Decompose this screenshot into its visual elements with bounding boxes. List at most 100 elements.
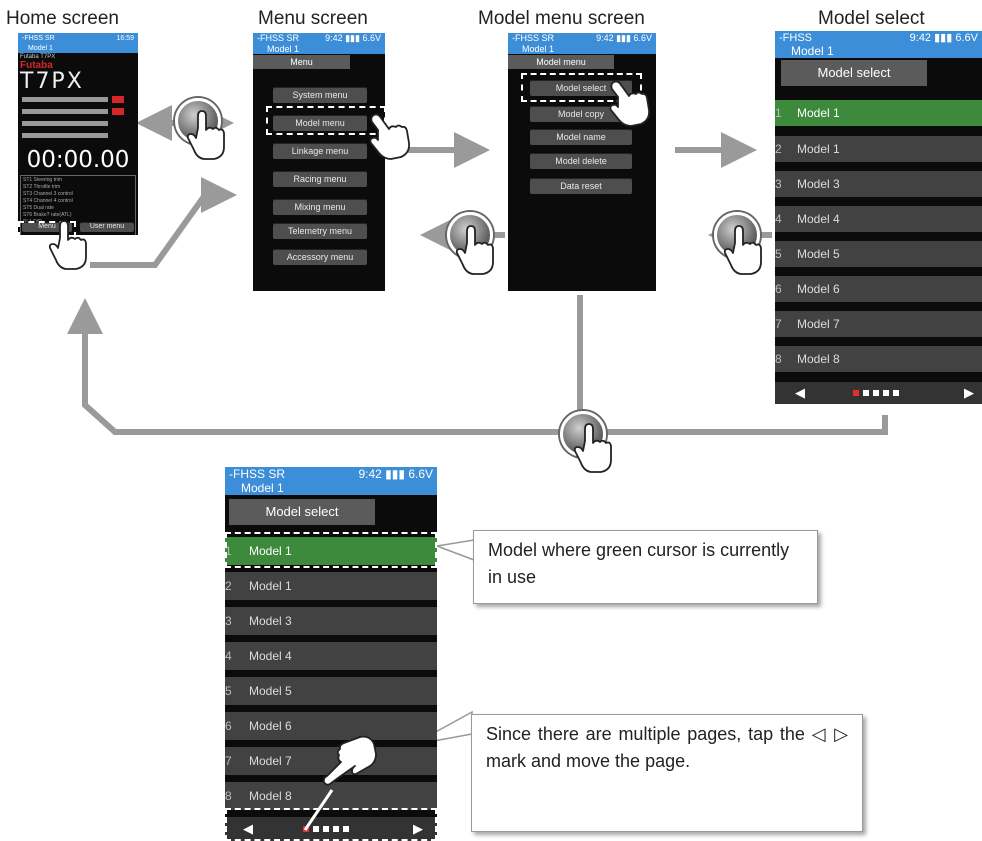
channel-bar [22, 121, 108, 126]
model-row-label: Model 4 [797, 212, 840, 226]
hand-pointer-icon [186, 110, 225, 160]
page-dot [333, 826, 339, 832]
zoom-model-name: Model 1 [225, 482, 437, 495]
model-menu-tab: Model menu [508, 55, 614, 69]
model-menu-item-copy[interactable]: Model copy [530, 106, 632, 122]
model-select-status-label: -FHSS [779, 32, 812, 44]
menu-screen: -FHSS SR 9:42 ▮▮▮ 6.6V Model 1 Menu Syst… [253, 33, 385, 291]
model-menu-item-select[interactable]: Model select [530, 80, 632, 96]
model-row-num: 5 [775, 247, 782, 261]
model-menu-item-reset[interactable]: Data reset [530, 178, 632, 194]
model-row[interactable]: 5 Model 5 [775, 241, 982, 267]
model-row-num: 6 [775, 282, 782, 296]
channel-indicator [112, 96, 124, 103]
title-model-menu-screen: Model menu screen [478, 8, 645, 29]
model-row-num: 7 [775, 317, 782, 331]
menu-item-model[interactable]: Model menu [273, 115, 367, 131]
model-menu-item-delete[interactable]: Model delete [530, 153, 632, 169]
home-trim-row: ST5 Dual rate [23, 205, 54, 211]
model-row-num: 2 [775, 142, 782, 156]
home-screen: -FHSS SR 16:59 Model 1 Futaba T7PX Futab… [18, 33, 138, 235]
zoom-prev-page-button[interactable]: ◀ [243, 821, 253, 836]
menu-item-accessory[interactable]: Accessory menu [273, 249, 367, 265]
zoom-model-row-label: Model 4 [249, 649, 292, 663]
zoom-status-time: 9:42 [358, 467, 382, 481]
menu-item-racing[interactable]: Racing menu [273, 171, 367, 187]
model-select-screen: -FHSS 9:42 ▮▮▮ 6.6V Model 1 Model select… [775, 31, 982, 404]
menu-item-telemetry[interactable]: Telemetry menu [273, 223, 367, 239]
page-dot [343, 826, 349, 832]
menu-voltage: 6.6V [362, 33, 381, 43]
home-user-menu-button[interactable]: User menu [80, 222, 134, 232]
callout-multiple-pages: Since there are multiple pages, tap the … [471, 714, 863, 832]
home-trim-row: ST1 Steering trim [23, 177, 62, 183]
hand-pointer-icon [48, 220, 87, 270]
model-row-label: Model 7 [797, 317, 840, 331]
model-select-status-time: 9:42 [909, 32, 932, 44]
menu-status-bar: -FHSS SR 9:42 ▮▮▮ 6.6V [253, 33, 385, 44]
model-menu-select-highlight [521, 73, 642, 102]
next-page-button[interactable]: ▶ [964, 385, 974, 400]
title-home-screen: Home screen [6, 8, 119, 29]
zoom-model-row-label: Model 5 [249, 684, 292, 698]
zoom-model-row-num: 6 [225, 719, 232, 733]
battery-icon: ▮▮▮ [385, 467, 405, 481]
prev-page-button[interactable]: ◀ [795, 385, 805, 400]
model-row-num: 3 [775, 177, 782, 191]
zoom-next-page-button[interactable]: ▶ [413, 821, 423, 836]
title-menu-screen: Menu screen [258, 8, 368, 29]
home-logo-sub: Futaba T7PX [20, 54, 56, 60]
page-dot [893, 390, 899, 396]
page-dot [873, 390, 879, 396]
menu-item-linkage[interactable]: Linkage menu [273, 143, 367, 159]
page-indicator [853, 390, 899, 396]
zoom-model-row-label: Model 8 [249, 789, 292, 803]
hand-pointer-icon [322, 735, 377, 786]
model-row-label: Model 1 [797, 106, 840, 120]
home-menu-button-highlight [18, 221, 76, 238]
zoom-page-nav-highlight [225, 808, 437, 841]
zoom-model-row-label: Model 3 [249, 614, 292, 628]
menu-item-system[interactable]: System menu [273, 87, 367, 103]
model-menu-item-name[interactable]: Model name [530, 129, 632, 145]
menu-item-mixing[interactable]: Mixing menu [273, 199, 367, 215]
model-select-page-nav: ◀ ▶ [775, 382, 982, 404]
model-row-num: 1 [775, 106, 782, 120]
home-trim-row: ST3 Channel 3 control [23, 191, 73, 197]
model-row[interactable]: 7 Model 7 [775, 311, 982, 337]
hand-pointer-icon [369, 113, 410, 160]
callout-green-cursor: Model where green cursor is currently in… [473, 530, 818, 604]
menu-model-name: Model 1 [253, 44, 385, 54]
model-select-status-right: 9:42 ▮▮▮ 6.6V [910, 32, 978, 44]
channel-bar [22, 109, 108, 114]
hand-pointer-icon [609, 80, 650, 127]
model-menu-status-bar: -FHSS SR 9:42 ▮▮▮ 6.6V [508, 33, 656, 44]
zoom-voltage: 6.6V [408, 467, 433, 481]
menu-status-right: 9:42 ▮▮▮ 6.6V [325, 34, 381, 43]
channel-bar [22, 97, 108, 102]
zoom-model-row-num: 1 [225, 544, 232, 558]
home-menu-button[interactable]: Menu [22, 222, 72, 232]
model-menu-voltage: 6.6V [633, 33, 652, 43]
model-menu-status-label: -FHSS SR [512, 33, 555, 43]
battery-icon: ▮▮▮ [934, 32, 953, 44]
channel-indicator [112, 108, 124, 115]
model-row-label: Model 5 [797, 247, 840, 261]
zoom-model-row-label: Model 7 [249, 754, 292, 768]
home-channel-bars [18, 93, 138, 147]
model-row[interactable]: 1 Model 1 [775, 100, 982, 126]
home-status-bar: -FHSS SR 16:59 [18, 33, 138, 44]
